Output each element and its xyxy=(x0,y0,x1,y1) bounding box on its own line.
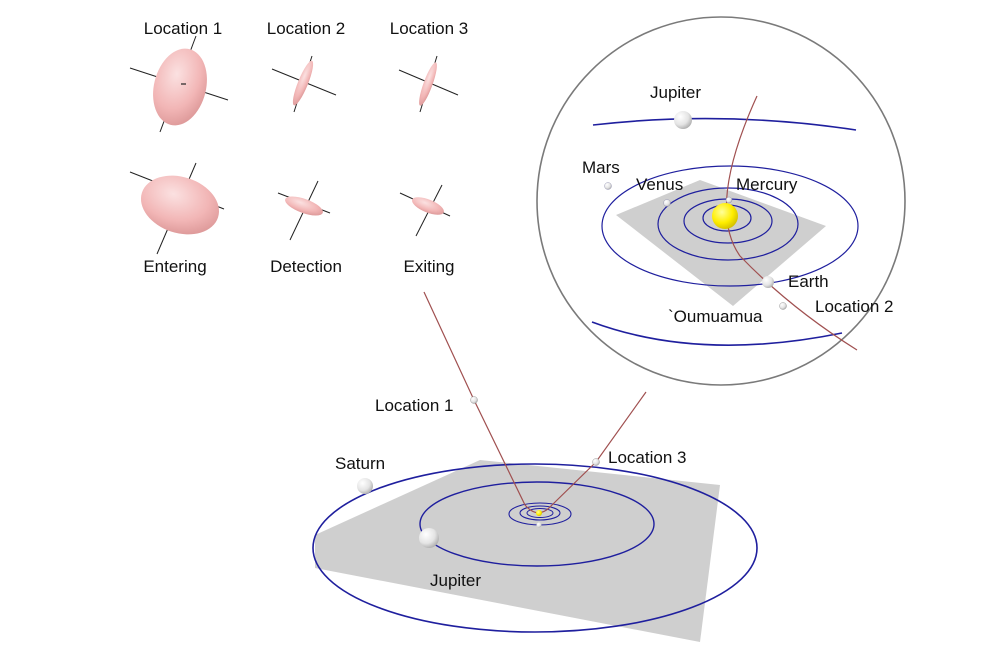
main-view: Location 1 Location 3 Saturn Jupiter xyxy=(312,291,758,642)
ellipsoid-location-3 xyxy=(398,55,459,113)
inset-label-oumuamua: `Oumuamua xyxy=(668,307,763,326)
main-earth-orbit xyxy=(519,505,561,521)
inset-venus-sphere xyxy=(663,199,671,207)
inset-jupiter-sphere xyxy=(674,111,692,129)
label-detection: Detection xyxy=(270,257,342,276)
inset-mars-sphere xyxy=(604,182,612,190)
ellipsoid-location-1 xyxy=(129,35,229,133)
inset-label-venus: Venus xyxy=(636,175,683,194)
mars-orbit xyxy=(601,165,859,287)
main-location-1-marker xyxy=(470,396,478,404)
label-location-3: Location 3 xyxy=(390,19,468,38)
inset-label-jupiter: Jupiter xyxy=(650,83,701,102)
ellipsoid-entering xyxy=(129,162,225,255)
label-entering: Entering xyxy=(143,257,206,276)
main-inner-planet-marker xyxy=(536,522,542,528)
inset-mercury-sphere xyxy=(725,196,733,204)
inset-sun xyxy=(712,203,738,229)
main-ecliptic-plane xyxy=(315,460,720,642)
label-location-2: Location 2 xyxy=(267,19,345,38)
jupiter-orbit-lower xyxy=(591,321,843,346)
inset-label-mercury: Mercury xyxy=(736,175,798,194)
ellipsoid-location-2 xyxy=(271,55,337,113)
ellipsoid-exiting xyxy=(399,184,451,237)
saturn-orbit xyxy=(312,463,758,633)
main-label-location-3: Location 3 xyxy=(608,448,686,467)
main-label-saturn: Saturn xyxy=(335,454,385,473)
inset-earth-sphere xyxy=(762,276,774,288)
main-location-3-marker xyxy=(592,458,600,466)
inset-label-earth: Earth xyxy=(788,272,829,291)
label-location-1: Location 1 xyxy=(144,19,222,38)
inset-label-location-2: Location 2 xyxy=(815,297,893,316)
jupiter-orbit xyxy=(419,481,655,567)
main-jupiter-sphere xyxy=(419,528,439,548)
shape-panel: Location 1 Location 2 Location 3 Enterin… xyxy=(129,19,468,276)
inset-view: Jupiter Mars Venus Mercury Earth `Oumuam… xyxy=(536,16,906,386)
inset-trajectory xyxy=(725,95,858,351)
main-label-location-1: Location 1 xyxy=(375,396,453,415)
label-exiting: Exiting xyxy=(403,257,454,276)
inset-label-mars: Mars xyxy=(582,158,620,177)
main-label-jupiter: Jupiter xyxy=(430,571,481,590)
main-sun xyxy=(536,510,542,516)
main-saturn-sphere xyxy=(357,478,373,494)
inset-location-2-marker xyxy=(779,302,787,310)
jupiter-orbit-upper xyxy=(592,117,857,131)
ellipsoid-detection xyxy=(277,180,331,241)
main-venus-orbit xyxy=(526,508,554,518)
